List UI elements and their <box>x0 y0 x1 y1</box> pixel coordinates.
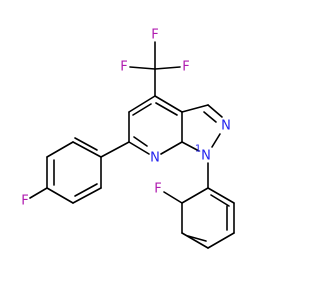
bond <box>211 133 221 148</box>
nitrogen-atom-label: N <box>150 151 160 166</box>
bond <box>46 141 74 158</box>
nitrogen-atom-label: N <box>201 149 211 164</box>
pyrazole-ring-bonds <box>181 104 223 152</box>
bond <box>207 232 235 249</box>
bond <box>129 66 156 70</box>
trifluoromethyl-bonds <box>129 41 181 97</box>
bond <box>181 232 209 249</box>
bond <box>155 102 178 116</box>
bond <box>132 103 152 116</box>
bond <box>100 141 130 158</box>
bond <box>187 235 207 242</box>
bond <box>207 104 223 118</box>
bond <box>181 141 200 152</box>
nitrogen-locant-label: 1 <box>195 144 201 155</box>
bond <box>163 191 183 204</box>
bond <box>72 187 102 204</box>
nitrogen-atom-label: N <box>221 119 231 134</box>
pyridine-ring-bonds <box>128 95 183 155</box>
bond <box>72 141 102 158</box>
bond <box>181 187 209 204</box>
atom-labels: F F F F F N N N 1 <box>21 28 231 209</box>
bond <box>203 111 217 123</box>
fluorine-atom-label: F <box>182 60 189 75</box>
fluorine-atom-label: F <box>154 182 161 197</box>
fluorine-atom-label: F <box>21 194 28 209</box>
bond <box>154 95 183 113</box>
fluorine-atom-label: F <box>151 28 158 43</box>
fluorophenyl-ring-bonds <box>29 137 102 204</box>
molecule-structure: F F F F F N N N 1 <box>21 28 235 249</box>
fluorine-atom-label: F <box>120 60 127 75</box>
bond <box>29 187 48 199</box>
bond <box>74 137 98 151</box>
bond <box>181 104 209 113</box>
bond <box>154 66 181 70</box>
bond <box>128 141 150 155</box>
bond <box>133 136 148 147</box>
bond <box>128 95 156 113</box>
bond <box>74 183 98 197</box>
bond <box>210 194 230 207</box>
ortho-fluorophenyl-ring-bonds <box>163 187 235 249</box>
bond <box>207 187 235 204</box>
bond <box>160 141 183 155</box>
bond <box>46 187 74 204</box>
